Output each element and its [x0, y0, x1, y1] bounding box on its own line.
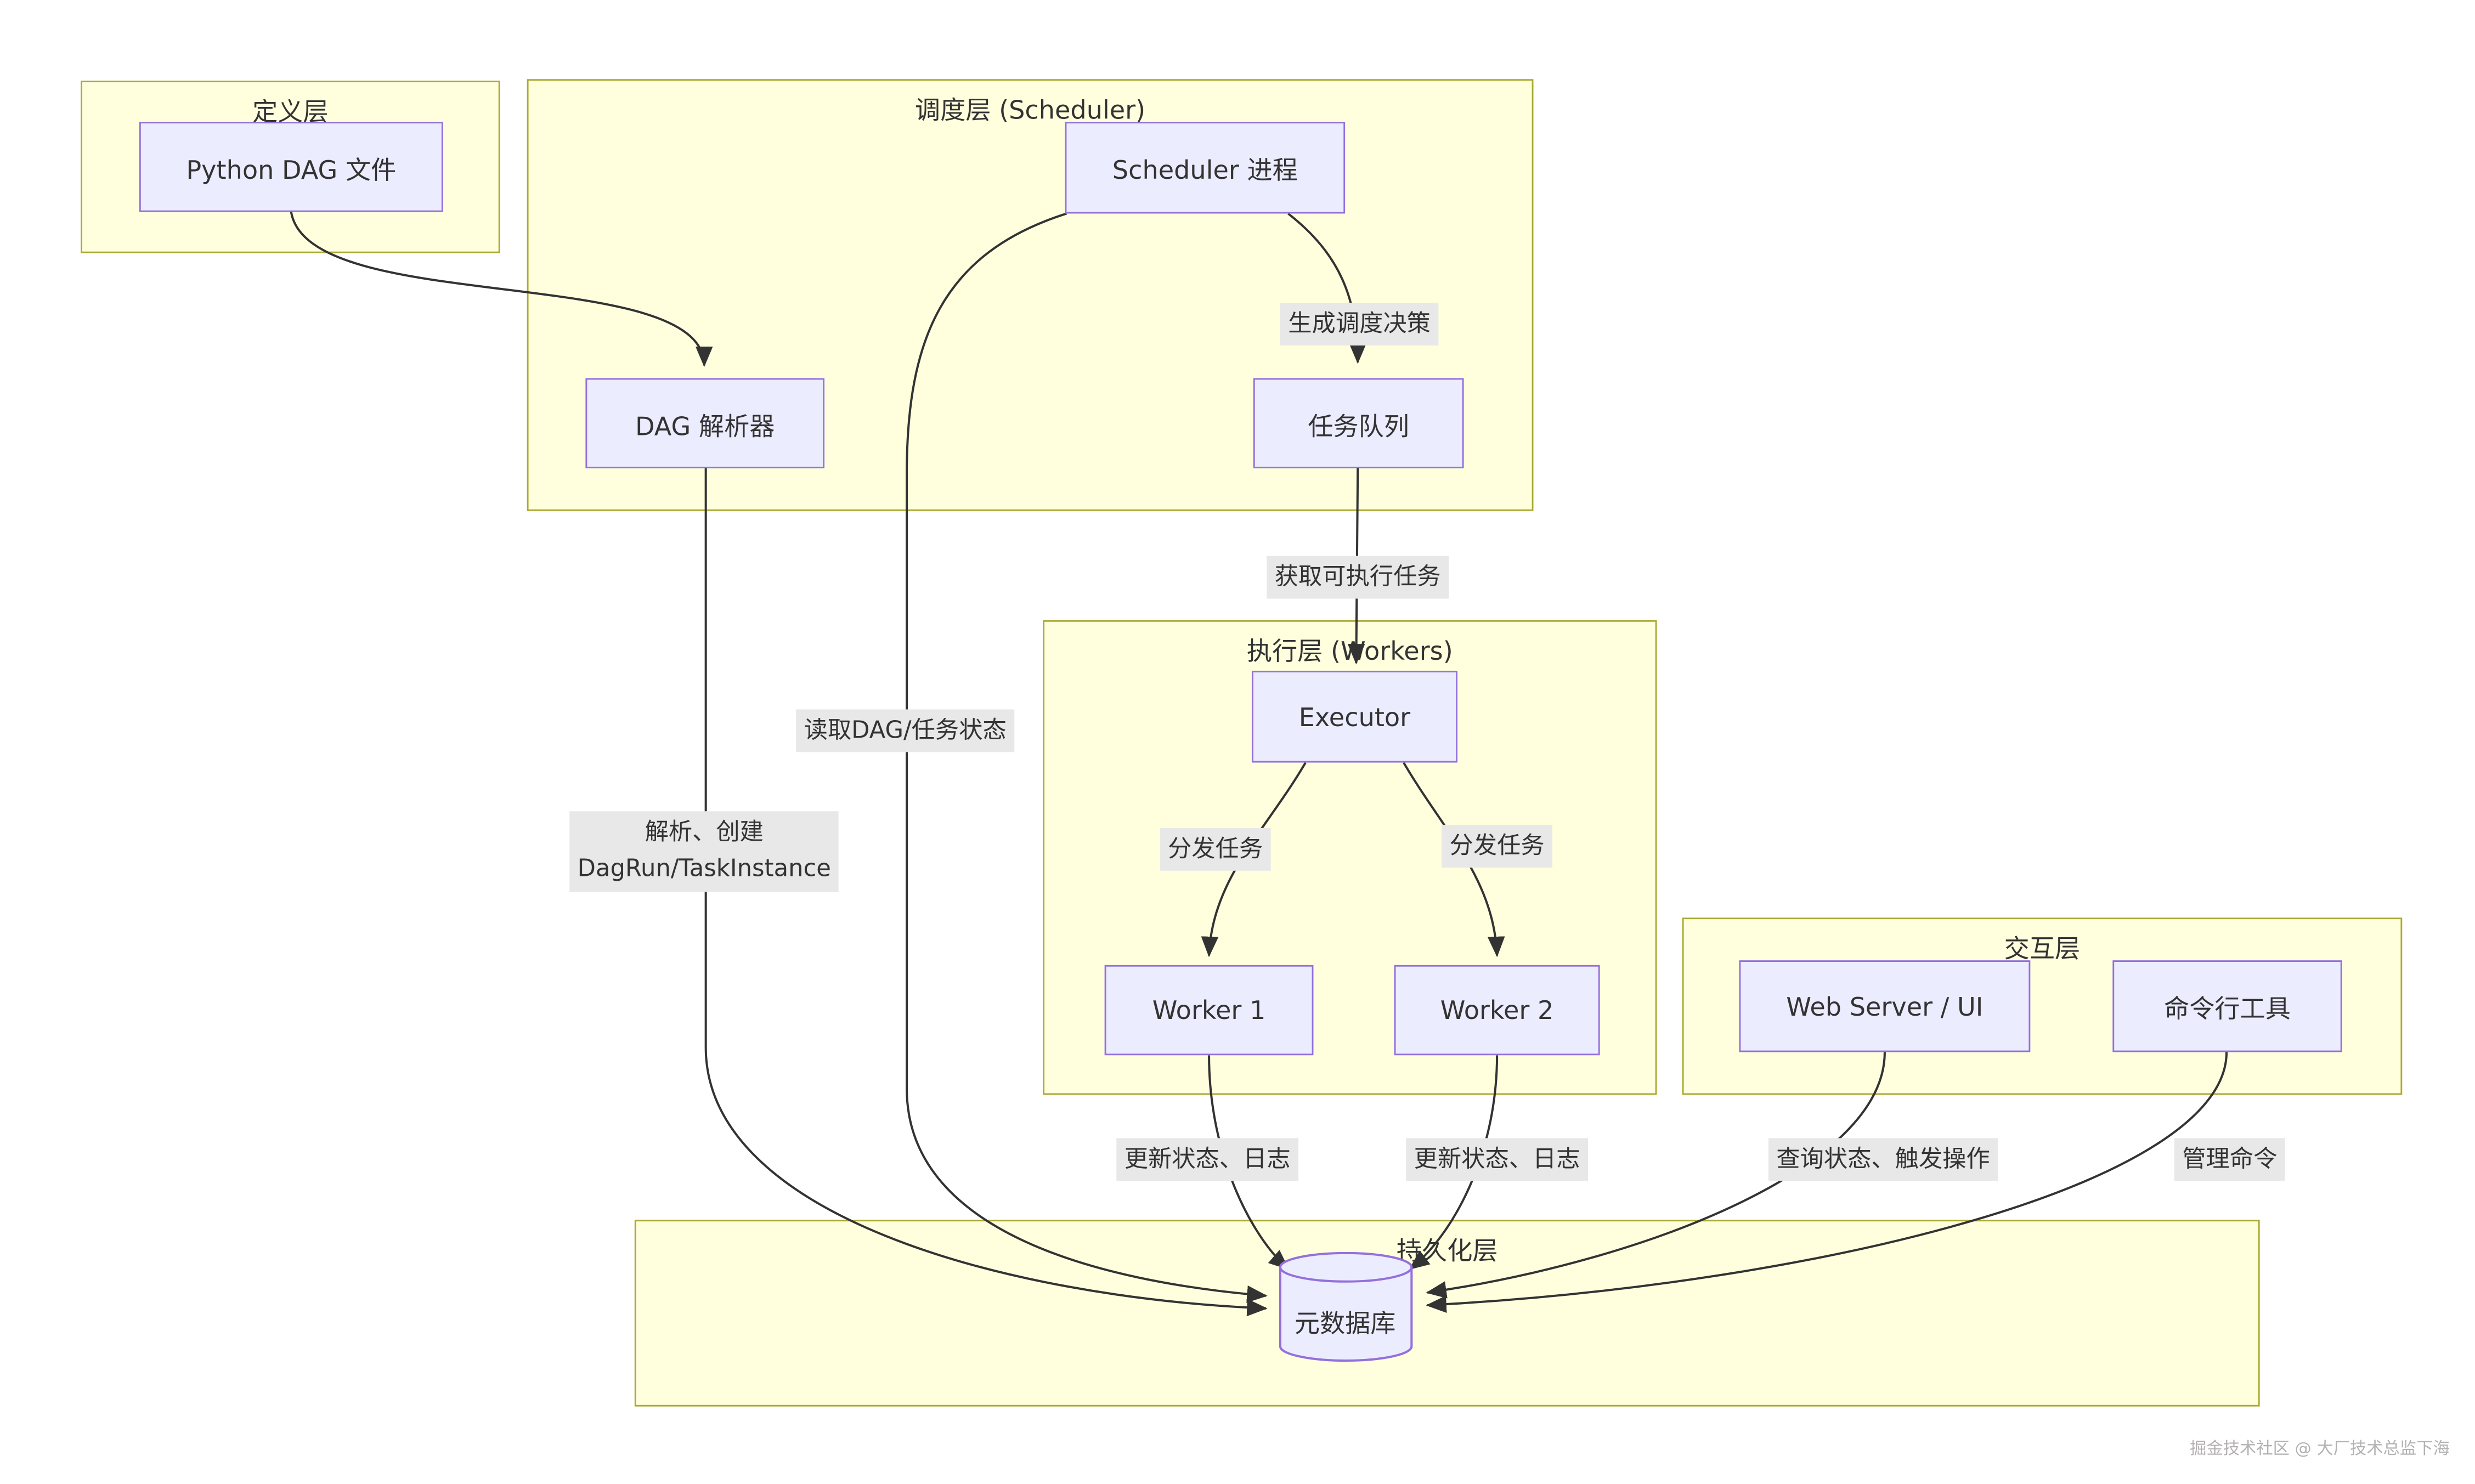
edge-label-query-trigger: 查询状态、触发操作	[1768, 1138, 1998, 1181]
edge-label-dispatch-left: 分发任务	[1160, 828, 1271, 871]
node-task-queue: 任务队列	[1253, 378, 1464, 468]
metadata-db-cylinder	[1279, 1251, 1413, 1362]
layer-definition-title: 定义层	[252, 96, 329, 127]
edge-label-dispatch-right: 分发任务	[1442, 825, 1553, 868]
node-dag-parser: DAG 解析器	[585, 378, 825, 468]
metadata-db-cylinder-top	[1279, 1251, 1413, 1283]
node-python-dag-file: Python DAG 文件	[139, 122, 443, 212]
layer-scheduler-title: 调度层 (Scheduler)	[914, 95, 1146, 125]
edge-label-gen-decision: 生成调度决策	[1280, 303, 1439, 346]
layer-persistence: 持久化层	[634, 1220, 2260, 1407]
edge-scheduler-to-db	[906, 212, 1268, 1303]
layer-interaction-title: 交互层	[2004, 933, 2081, 964]
edge-label-update-left: 更新状态、日志	[1116, 1138, 1299, 1181]
watermark-text: 掘金技术社区 @ 大厂技术总监下海	[2190, 1440, 2450, 1459]
node-scheduler-process: Scheduler 进程	[1065, 122, 1346, 214]
node-cli-tool: 命令行工具	[2112, 960, 2342, 1052]
edge-label-manage-cmd: 管理命令	[2174, 1138, 2285, 1181]
edge-label-fetch-tasks: 获取可执行任务	[1267, 556, 1449, 599]
metadata-db-cylinder-body	[1279, 1267, 1413, 1362]
edge-label-read-state: 读取DAG/任务状态	[796, 709, 1015, 753]
edge-worker1-to-db	[1208, 1055, 1290, 1270]
node-web-server-ui: Web Server / UI	[1739, 960, 2031, 1052]
edge-webserver-to-db	[1426, 1052, 1886, 1299]
edge-label-parse-create: 解析、创建 DagRun/TaskInstance	[569, 811, 839, 891]
edge-python-dag-to-parser	[290, 212, 713, 367]
node-executor: Executor	[1251, 671, 1457, 763]
edge-parser-to-db	[704, 468, 1268, 1317]
edge-worker2-to-db	[1409, 1055, 1499, 1270]
node-worker-2: Worker 2	[1394, 965, 1600, 1056]
node-metadata-db-label: 元数据库	[1294, 1308, 1396, 1339]
edge-cli-to-db	[1426, 1052, 2228, 1313]
node-worker-1: Worker 1	[1104, 965, 1314, 1056]
edge-label-update-right: 更新状态、日志	[1406, 1138, 1589, 1181]
